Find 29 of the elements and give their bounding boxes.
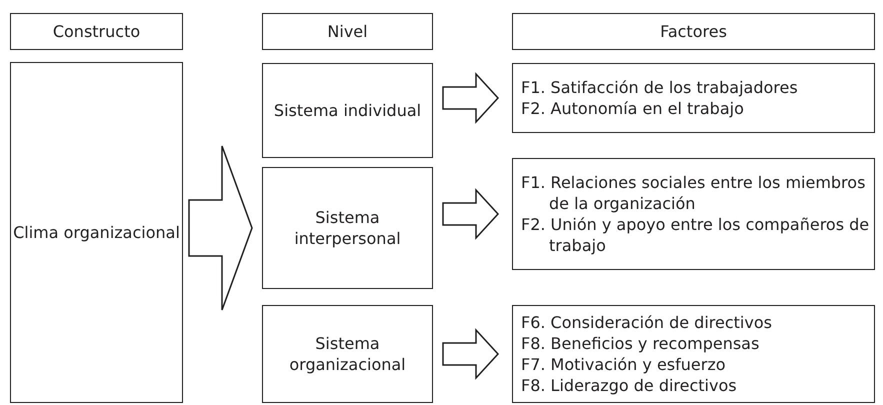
factor-box xyxy=(512,305,875,403)
factor-item: F2. Unión y apoyo entre los compañeros de trabajo xyxy=(521,214,870,256)
column-header xyxy=(262,13,433,50)
box-label: Clima organizacional xyxy=(13,222,180,243)
concept-box xyxy=(10,62,183,403)
factor-item: F6. Consideración de directivos xyxy=(521,312,772,333)
block-arrow xyxy=(442,188,500,240)
factor-item: F2. Autonomía en el trabajo xyxy=(521,98,744,119)
column-header xyxy=(10,13,183,50)
box-label: Nivel xyxy=(327,21,368,42)
factor-box xyxy=(512,158,875,270)
factor-item: F8. Beneficios y recompensas xyxy=(521,333,760,354)
block-arrow xyxy=(188,145,253,311)
factor-item: F1. Relaciones sociales entre los miembros de la organización xyxy=(521,172,866,214)
box-label: Sistema organizacional xyxy=(288,333,407,375)
concept-box xyxy=(262,167,433,289)
concept-box xyxy=(262,305,433,403)
factor-item: F1. Satifacción de los trabajadores xyxy=(521,77,798,98)
concept-box xyxy=(262,63,433,158)
factor-box xyxy=(512,63,875,133)
box-label: Sistema interpersonal xyxy=(293,207,402,249)
column-header xyxy=(512,13,875,50)
factor-item: F8. Liderazgo de directivos xyxy=(521,375,737,396)
factor-item: F7. Motivación y esfuerzo xyxy=(521,354,726,375)
box-label: Factores xyxy=(660,21,727,42)
box-label: Sistema individual xyxy=(274,100,422,121)
box-label: Constructo xyxy=(52,21,140,42)
block-arrow xyxy=(442,72,500,124)
block-arrow xyxy=(442,328,500,380)
